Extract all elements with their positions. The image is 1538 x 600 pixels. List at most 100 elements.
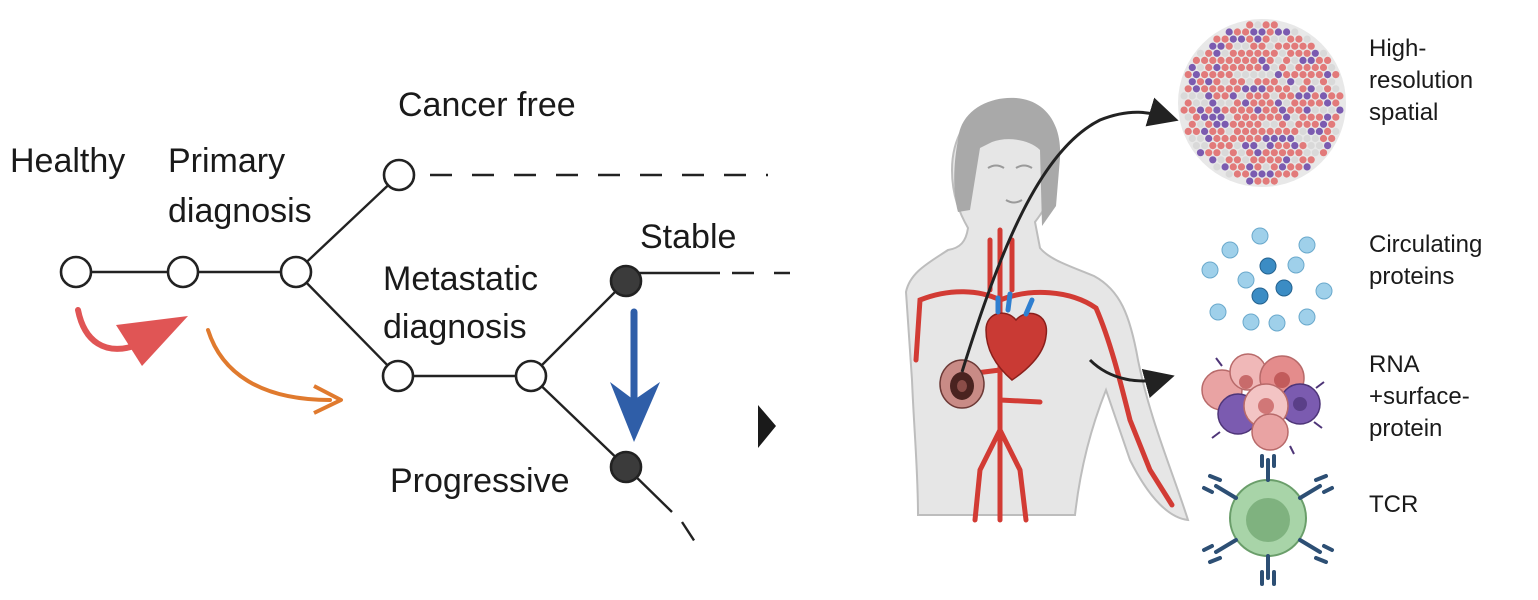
spatial-spot xyxy=(1266,56,1274,64)
spatial-spot xyxy=(1233,85,1241,93)
spatial-spot xyxy=(1291,156,1299,164)
spatial-spot xyxy=(1311,149,1319,157)
red-arrow-icon xyxy=(75,307,188,366)
spatial-spot xyxy=(1201,99,1209,107)
spatial-spot xyxy=(1287,134,1295,143)
spatial-spot xyxy=(1299,142,1307,150)
spatial-spot xyxy=(1258,99,1266,107)
spatial-spot xyxy=(1307,42,1315,50)
spatial-spot xyxy=(1328,78,1336,86)
spatial-spot xyxy=(1315,71,1323,79)
spatial-spot xyxy=(1311,106,1319,114)
spatial-spot xyxy=(1233,142,1241,150)
label-spatial-line1: High- xyxy=(1369,35,1426,62)
label-metastatic-line2: diagnosis xyxy=(383,308,527,346)
spatial-spot xyxy=(1233,113,1241,121)
spatial-spot xyxy=(1287,149,1295,157)
spatial-spot xyxy=(1246,163,1254,171)
spatial-spot xyxy=(1328,106,1336,114)
spatial-spot xyxy=(1295,106,1303,114)
spatial-spot xyxy=(1295,92,1303,100)
spatial-spot xyxy=(1221,163,1229,171)
spatial-spot xyxy=(1328,134,1336,143)
spatial-spot xyxy=(1266,156,1274,164)
spatial-spot xyxy=(1242,85,1250,93)
spatial-spot xyxy=(1213,106,1221,114)
spatial-spot xyxy=(1237,78,1246,86)
spatial-spot xyxy=(1221,149,1229,157)
spatial-spot xyxy=(1242,156,1250,164)
spatial-spot xyxy=(1246,78,1254,86)
label-rna-line1: RNA xyxy=(1369,351,1420,378)
spatial-spot xyxy=(1225,99,1233,107)
spatial-spot xyxy=(1246,120,1254,128)
spatial-spot xyxy=(1315,127,1323,135)
spatial-spot xyxy=(1250,42,1258,50)
node-metastatic xyxy=(381,359,415,393)
spatial-spot xyxy=(1307,127,1315,135)
node-split xyxy=(514,359,548,393)
spatial-spot xyxy=(1233,71,1241,79)
spatial-spot xyxy=(1254,63,1262,72)
spatial-spot xyxy=(1229,134,1237,143)
spatial-spot xyxy=(1221,106,1229,114)
spatial-spot xyxy=(1201,142,1209,150)
artery-network xyxy=(913,227,1175,523)
spatial-spot xyxy=(1233,42,1241,50)
spatial-spot xyxy=(1266,113,1274,121)
spatial-spot xyxy=(1262,78,1270,86)
spatial-spot xyxy=(1213,92,1221,100)
spatial-spot xyxy=(1192,85,1200,93)
spatial-spot xyxy=(1270,134,1278,143)
spatial-spot xyxy=(1213,63,1221,72)
spatial-spot xyxy=(1192,127,1200,135)
spatial-spot xyxy=(1287,92,1295,100)
spatial-spot xyxy=(1242,142,1250,150)
spatial-spot xyxy=(1262,106,1270,114)
spatial-spot xyxy=(1319,120,1328,128)
spatial-spot xyxy=(1324,56,1332,64)
spatial-spot xyxy=(1254,78,1262,86)
spatial-spot xyxy=(1295,49,1303,57)
spatial-spot xyxy=(1307,156,1315,164)
spatial-spot xyxy=(1274,85,1282,93)
spatial-spot xyxy=(1205,134,1213,143)
spatial-spot xyxy=(1184,127,1192,135)
spatial-spot xyxy=(1262,149,1270,157)
spatial-spot xyxy=(1258,156,1266,164)
spatial-spot xyxy=(1258,127,1266,135)
spatial-spot xyxy=(1307,113,1315,121)
edge-branch-metastatic xyxy=(295,271,399,377)
spatial-spot xyxy=(1237,49,1246,57)
spatial-spot xyxy=(1254,92,1262,100)
spatial-spot xyxy=(1184,85,1192,93)
spatial-spot xyxy=(1283,42,1291,50)
blue-arrow-icon xyxy=(610,308,660,442)
face-features xyxy=(987,164,1033,204)
label-proteins-line1: Circulating xyxy=(1369,231,1482,258)
spatial-spot xyxy=(1299,99,1307,107)
spatial-spot xyxy=(1225,85,1233,93)
spatial-spot xyxy=(1250,56,1258,64)
spatial-spot xyxy=(1324,127,1332,135)
spatial-spot xyxy=(1237,92,1246,100)
spatial-spot xyxy=(1324,113,1332,121)
spatial-spot xyxy=(1336,106,1344,114)
spatial-spot xyxy=(1213,149,1221,157)
label-spatial-line2: resolution xyxy=(1369,67,1473,94)
spatial-spot xyxy=(1278,149,1287,157)
spatial-spot xyxy=(1278,49,1287,57)
spatial-spot xyxy=(1336,92,1344,100)
spatial-spot xyxy=(1254,49,1262,57)
spatial-spot xyxy=(1192,99,1200,107)
spatial-spot xyxy=(1213,163,1221,171)
spatial-spot xyxy=(1270,63,1278,72)
spatial-spot xyxy=(1303,149,1311,157)
spatial-spot xyxy=(1274,170,1282,178)
spatial-spot xyxy=(1213,134,1221,143)
hair-shape xyxy=(954,97,1061,226)
spatial-spot xyxy=(1221,78,1229,86)
spatial-spot xyxy=(1233,156,1241,164)
spatial-spot xyxy=(1287,35,1295,43)
spatial-spot xyxy=(1229,35,1237,43)
